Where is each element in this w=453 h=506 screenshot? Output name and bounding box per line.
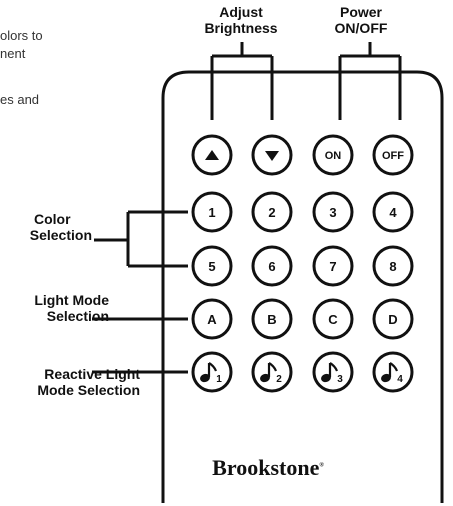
- color-5-label: 5: [208, 259, 215, 274]
- reactive-2-label: 2: [276, 374, 282, 385]
- arrow-down-icon: [265, 151, 279, 161]
- color-button-3[interactable]: 3: [312, 191, 354, 233]
- remote-body-outline: [161, 70, 444, 503]
- color-selection-line2: Selection: [29, 227, 92, 243]
- reactive-mode-button-3[interactable]: 3: [312, 351, 354, 393]
- arrow-up-icon: [205, 150, 219, 160]
- reactive-4-label: 4: [397, 374, 403, 385]
- mode-d-label: D: [388, 312, 397, 327]
- brightness-bracket: [210, 42, 274, 120]
- reactive-1-label: 1: [216, 374, 222, 385]
- brightness-up-button[interactable]: [191, 134, 233, 176]
- adjust-brightness-line2: Brightness: [204, 20, 278, 36]
- brightness-down-button[interactable]: [251, 134, 293, 176]
- power-line1: Power: [339, 4, 382, 20]
- light-mode-button-c[interactable]: C: [312, 298, 354, 340]
- text-fragment-1: olors to: [0, 28, 43, 43]
- reactive-3-label: 3: [337, 374, 343, 385]
- light-mode-button-d[interactable]: D: [372, 298, 414, 340]
- color-4-label: 4: [389, 205, 397, 220]
- color-button-4[interactable]: 4: [372, 191, 414, 233]
- reactive-mode-button-4[interactable]: 4: [372, 351, 414, 393]
- color-7-label: 7: [329, 259, 336, 274]
- color-6-label: 6: [268, 259, 275, 274]
- off-button-label: OFF: [382, 150, 404, 162]
- power-bracket: [338, 42, 402, 120]
- reactive-mode-button-2[interactable]: 2: [251, 351, 293, 393]
- color-button-5[interactable]: 5: [191, 245, 233, 287]
- on-button-label: ON: [325, 150, 342, 162]
- color-selection-label: Color Selection: [0, 211, 92, 243]
- color-2-label: 2: [268, 205, 275, 220]
- color-1-label: 1: [208, 205, 215, 220]
- reactive-light-line2: Mode Selection: [37, 382, 140, 398]
- adjust-brightness-line1: Adjust: [219, 4, 263, 20]
- brand-text: Brookstone: [212, 455, 320, 480]
- light-mode-button-b[interactable]: B: [251, 298, 293, 340]
- light-mode-button-a[interactable]: A: [191, 298, 233, 340]
- music-note-icon: [200, 362, 218, 383]
- trademark-mark: ®: [319, 462, 324, 469]
- color-selection-bracket: [94, 210, 188, 268]
- color-8-label: 8: [389, 259, 396, 274]
- power-off-button[interactable]: OFF: [372, 134, 414, 176]
- reactive-light-line1: Reactive Light: [44, 366, 140, 382]
- color-button-1[interactable]: 1: [191, 191, 233, 233]
- mode-a-label: A: [207, 312, 217, 327]
- color-button-6[interactable]: 6: [251, 245, 293, 287]
- color-3-label: 3: [329, 205, 336, 220]
- power-line2: ON/OFF: [334, 20, 388, 36]
- light-mode-line1: Light Mode: [34, 292, 109, 308]
- text-fragment-3: es and: [0, 92, 40, 107]
- text-fragment-2: nent: [0, 46, 26, 61]
- brookstone-logo: Brookstone®: [150, 455, 386, 481]
- mode-b-label: B: [267, 312, 276, 327]
- color-button-7[interactable]: 7: [312, 245, 354, 287]
- power-label: Power ON/OFF: [306, 4, 416, 36]
- color-selection-line1: Color: [34, 211, 71, 227]
- reactive-mode-button-1[interactable]: 1: [191, 351, 233, 393]
- mode-c-label: C: [328, 312, 338, 327]
- power-on-button[interactable]: ON: [312, 134, 354, 176]
- adjust-brightness-label: Adjust Brightness: [176, 4, 306, 36]
- color-button-8[interactable]: 8: [372, 245, 414, 287]
- music-note-icon: [321, 362, 339, 383]
- music-note-icon: [381, 362, 399, 383]
- music-note-icon: [260, 362, 278, 383]
- reactive-light-mode-label: Reactive Light Mode Selection: [0, 366, 140, 398]
- color-button-2[interactable]: 2: [251, 191, 293, 233]
